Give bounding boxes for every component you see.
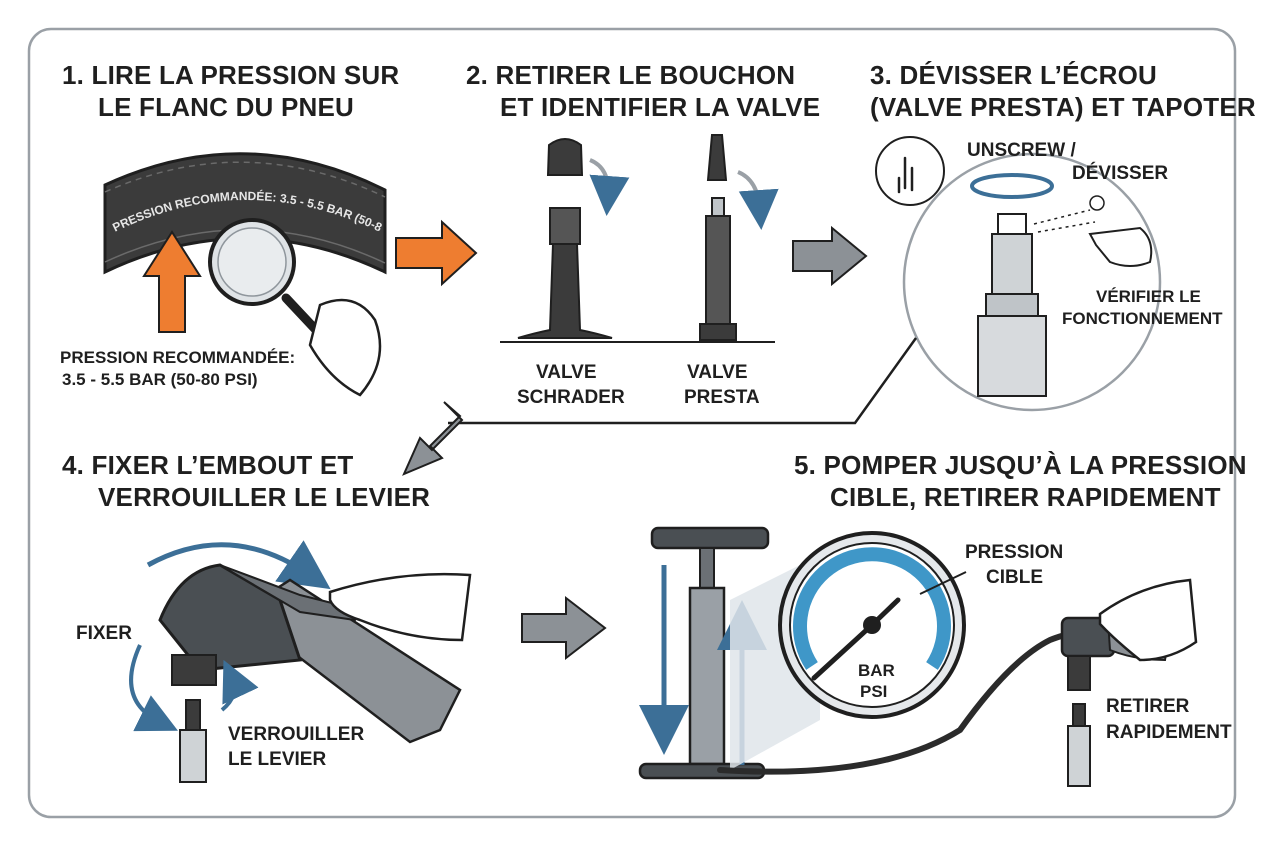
gauge-unit-bar: BAR bbox=[858, 661, 895, 680]
target-pointer-line bbox=[919, 571, 967, 595]
svg-text:4. FIXER L’EMBOUT ET: 4. FIXER L’EMBOUT ET bbox=[62, 450, 354, 480]
gauge-unit-psi: PSI bbox=[860, 682, 887, 701]
svg-text:5. POMPER JUSQU’À LA PRESSION: 5. POMPER JUSQU’À LA PRESSION bbox=[794, 450, 1247, 480]
arrow-step1-to-step2 bbox=[395, 219, 478, 287]
step-3-title-line1: DÉVISSER L’ÉCROU bbox=[900, 60, 1157, 90]
arrow-step2-to-step3 bbox=[792, 225, 868, 287]
step-4-heading: 4. FIXER L’EMBOUT ET VERROUILLER LE LEVI… bbox=[62, 450, 430, 512]
lock-label-line2: LE LEVIER bbox=[228, 749, 326, 770]
tapping-finger-icon bbox=[1088, 226, 1153, 267]
arrow-step4-to-step5 bbox=[521, 595, 607, 661]
tap-gesture-icon bbox=[875, 136, 945, 206]
schrader-label-line1: VALVE bbox=[536, 362, 597, 383]
step-4-number: 4. bbox=[62, 450, 84, 480]
check-label-line2: FONCTIONNEMENT bbox=[1062, 309, 1223, 328]
svg-text:2. RETIRER LE BOUCHON: 2. RETIRER LE BOUCHON bbox=[466, 60, 795, 90]
svg-text:3. DÉVISSER L’ÉCROU: 3. DÉVISSER L’ÉCROU bbox=[870, 60, 1157, 90]
step-5-title-line1: POMPER JUSQU’À LA PRESSION bbox=[824, 450, 1247, 480]
pump-hose bbox=[717, 630, 1083, 775]
presta-valve-detail bbox=[977, 213, 1047, 397]
svg-text:1. LIRE LA PRESSION SUR: 1. LIRE LA PRESSION SUR bbox=[62, 60, 399, 90]
step-4-title-line2: VERROUILLER LE LEVIER bbox=[98, 482, 430, 512]
step-2-title-line1: RETIRER LE BOUCHON bbox=[496, 60, 796, 90]
step-3-title-line2: (VALVE PRESTA) ET TAPOTER bbox=[870, 92, 1256, 122]
step-5-number: 5. bbox=[794, 450, 816, 480]
valve-under-head bbox=[179, 699, 207, 783]
floor-pump bbox=[638, 526, 770, 780]
attach-label: FIXER bbox=[76, 623, 132, 644]
removed-valve bbox=[1067, 703, 1091, 787]
remove-label-line2: RAPIDEMENT bbox=[1106, 722, 1232, 743]
lever-arc-arrow bbox=[146, 540, 331, 590]
step-1-heading: 1. LIRE LA PRESSION SUR LE FLANC DU PNEU bbox=[62, 60, 399, 122]
hand-grip-icon bbox=[1098, 578, 1198, 662]
step-2-title-line2: ET IDENTIFIER LA VALVE bbox=[500, 92, 820, 122]
step-2-number: 2. bbox=[466, 60, 488, 90]
step-3-heading: 3. DÉVISSER L’ÉCROU (VALVE PRESTA) ET TA… bbox=[870, 60, 1256, 122]
hand-icon bbox=[328, 572, 472, 642]
orange-up-arrow bbox=[142, 230, 202, 333]
connector-step3-to-step4 bbox=[402, 337, 918, 476]
attach-curve-arrow bbox=[129, 644, 178, 732]
pressure-gauge bbox=[778, 531, 966, 719]
unscrew-label-line1: UNSCREW / bbox=[967, 140, 1076, 161]
lock-label-line1: VERROUILLER bbox=[228, 724, 364, 745]
step-3-number: 3. bbox=[870, 60, 892, 90]
schrader-label-line2: SCHRADER bbox=[517, 387, 625, 408]
presta-valve bbox=[699, 134, 779, 341]
step-1-caption-line2: 3.5 - 5.5 BAR (50-80 PSI) bbox=[62, 370, 258, 389]
magnifier-icon bbox=[208, 218, 382, 397]
target-label-line1: PRESSION bbox=[965, 542, 1063, 563]
pump-head-hose bbox=[158, 563, 462, 744]
step-2-heading: 2. RETIRER LE BOUCHON ET IDENTIFIER LA V… bbox=[466, 60, 820, 122]
lock-curve-arrow bbox=[220, 659, 259, 712]
presta-label-line1: VALVE bbox=[687, 362, 748, 383]
unscrew-label-line2: DÉVISSER bbox=[1072, 162, 1168, 184]
schrader-valve bbox=[517, 138, 630, 339]
target-label-line2: CIBLE bbox=[986, 567, 1043, 588]
step-1-caption-line1: PRESSION RECOMMANDÉE: bbox=[60, 348, 295, 367]
presta-label-line2: PRESTA bbox=[684, 387, 760, 408]
unscrew-rotation-arrow-icon bbox=[970, 173, 1054, 199]
remove-label-line1: RETIRER bbox=[1106, 696, 1190, 717]
step-1-title-line1: LIRE LA PRESSION SUR bbox=[92, 60, 400, 90]
step-1-title-line2: LE FLANC DU PNEU bbox=[98, 92, 354, 122]
step-5-title-line2: CIBLE, RETIRER RAPIDEMENT bbox=[830, 482, 1221, 512]
step-1-number: 1. bbox=[62, 60, 84, 90]
check-label-line1: VÉRIFIER LE bbox=[1096, 287, 1201, 306]
step-5-heading: 5. POMPER JUSQU’À LA PRESSION CIBLE, RET… bbox=[794, 450, 1247, 512]
step-4-title-line1: FIXER L’EMBOUT ET bbox=[92, 450, 354, 480]
air-puff-icon bbox=[1033, 195, 1105, 233]
